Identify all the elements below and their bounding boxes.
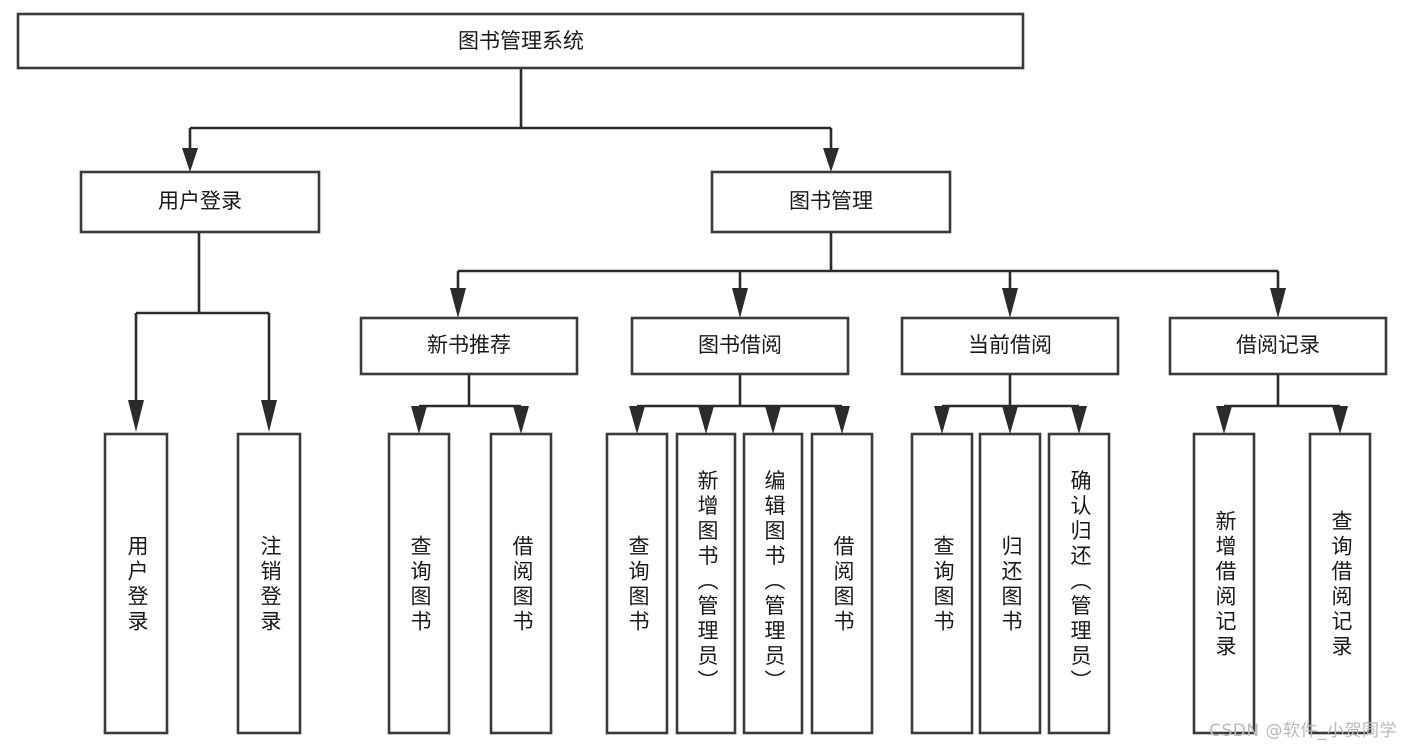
- leaf-node-bookborrow-add[interactable]: 新增图书（管理员）: [675, 432, 737, 735]
- leaf-label-bookborrow-query: 查询图书: [626, 535, 650, 635]
- leaf-node-bookborrow-borrow[interactable]: 借阅图书: [810, 432, 874, 735]
- leaf-node-currentborrow-return[interactable]: 归还图书: [978, 432, 1042, 735]
- node-root-label: 图书管理系统: [458, 29, 584, 53]
- leaf-label-newbook-borrow: 借阅图书: [510, 535, 534, 635]
- leaf-label-records-add: 新增借阅记录: [1213, 510, 1237, 660]
- arrowhead-leaf-bookborrow-3: [765, 406, 781, 434]
- node-new-book-recommend[interactable]: 新书推荐: [359, 316, 579, 376]
- node-new-book-recommend-box[interactable]: [359, 316, 579, 376]
- leaf-node-newbook-query[interactable]: 查询图书: [387, 432, 451, 735]
- arrowhead-leaf-borrowrecords-1: [1216, 406, 1232, 434]
- leaf-node-user-login-login[interactable]: 用户登录: [103, 432, 169, 735]
- arrowhead-leaf-newbook-1: [411, 406, 427, 434]
- leaf-box-records-query[interactable]: [1308, 432, 1372, 735]
- node-user-login[interactable]: 用户登录: [79, 170, 321, 234]
- arrowhead-new-book-recommend: [450, 288, 466, 318]
- leaf-label-currentborrow-return: 归还图书: [999, 535, 1023, 635]
- leaf-node-currentborrow-query[interactable]: 查询图书: [910, 432, 974, 735]
- node-borrow-records[interactable]: 借阅记录: [1168, 316, 1388, 376]
- leaf-label-currentborrow-query: 查询图书: [931, 535, 955, 635]
- node-current-borrow-box[interactable]: [900, 316, 1120, 376]
- node-book-management[interactable]: 图书管理: [710, 170, 952, 234]
- node-book-management-label: 图书管理: [789, 189, 873, 213]
- leaf-node-records-query[interactable]: 查询借阅记录: [1308, 432, 1372, 735]
- leaf-node-bookborrow-edit[interactable]: 编辑图书（管理员）: [742, 432, 804, 735]
- leaf-box-bookborrow-edit[interactable]: [742, 432, 804, 735]
- node-root-system[interactable]: 图书管理系统: [16, 12, 1025, 70]
- leaf-box-newbook-query[interactable]: [387, 432, 451, 735]
- node-user-login-box[interactable]: [79, 170, 321, 234]
- leaf-box-records-add[interactable]: [1192, 432, 1256, 735]
- node-book-management-box[interactable]: [710, 170, 952, 234]
- arrowhead-leaf-currentborrow-2: [1002, 406, 1018, 434]
- node-current-borrow-label: 当前借阅: [968, 333, 1052, 357]
- leaf-node-newbook-borrow[interactable]: 借阅图书: [489, 432, 553, 735]
- arrowhead-leaf-user-login-1: [128, 400, 144, 432]
- leaf-box-bookborrow-borrow[interactable]: [810, 432, 874, 735]
- arrowhead-book-mgmt: [823, 148, 839, 172]
- arrowhead-borrow-records: [1270, 288, 1286, 318]
- leaf-box-user-login-login[interactable]: [103, 432, 169, 735]
- leaf-node-user-login-logout[interactable]: 注销登录: [236, 432, 302, 735]
- leaf-label-bookborrow-borrow: 借阅图书: [831, 535, 855, 635]
- leaf-box-currentborrow-confirm[interactable]: [1047, 432, 1111, 735]
- arrowhead-leaf-currentborrow-3: [1071, 406, 1087, 434]
- node-book-borrow-label: 图书借阅: [698, 333, 782, 357]
- arrowhead-book-borrow: [732, 288, 748, 318]
- arrowhead-current-borrow: [1002, 288, 1018, 318]
- leaf-node-currentborrow-confirm[interactable]: 确认归还（管理员）: [1047, 432, 1111, 735]
- leaf-label-bookborrow-edit: 编辑图书（管理员）: [762, 470, 786, 695]
- leaf-box-bookborrow-query[interactable]: [605, 432, 669, 735]
- arrowhead-leaf-currentborrow-1: [934, 406, 950, 434]
- leaf-label-records-query: 查询借阅记录: [1329, 510, 1353, 660]
- leaf-box-newbook-borrow[interactable]: [489, 432, 553, 735]
- arrowhead-leaf-bookborrow-1: [629, 406, 645, 434]
- leaf-label-bookborrow-add: 新增图书（管理员）: [695, 470, 719, 695]
- arrowhead-leaf-user-login-2: [261, 400, 277, 432]
- arrowhead-leaf-newbook-2: [513, 406, 529, 434]
- leaf-box-bookborrow-add[interactable]: [675, 432, 737, 735]
- leaf-label-newbook-query: 查询图书: [408, 535, 432, 635]
- arrowhead-leaf-bookborrow-2: [698, 406, 714, 434]
- arrowhead-leaf-borrowrecords-2: [1332, 406, 1348, 434]
- leaf-label-user-login-logout: 注销登录: [258, 535, 282, 635]
- node-book-borrow[interactable]: 图书借阅: [630, 316, 850, 376]
- node-user-login-label: 用户登录: [158, 189, 242, 213]
- leaf-label-user-login-login: 用户登录: [125, 535, 149, 635]
- node-root-box[interactable]: [16, 12, 1025, 70]
- leaf-box-user-login-logout[interactable]: [236, 432, 302, 735]
- leaf-box-currentborrow-return[interactable]: [978, 432, 1042, 735]
- leaf-node-records-add[interactable]: 新增借阅记录: [1192, 432, 1256, 735]
- arrowhead-leaf-bookborrow-4: [834, 406, 850, 434]
- node-borrow-records-box[interactable]: [1168, 316, 1388, 376]
- arrowhead-user-login: [182, 148, 198, 172]
- node-book-borrow-box[interactable]: [630, 316, 850, 376]
- leaf-box-currentborrow-query[interactable]: [910, 432, 974, 735]
- connector-layer: [128, 68, 1348, 434]
- leaf-label-currentborrow-confirm: 确认归还（管理员）: [1068, 470, 1092, 695]
- node-borrow-records-label: 借阅记录: [1236, 333, 1320, 357]
- node-new-book-recommend-label: 新书推荐: [427, 333, 511, 357]
- leaf-node-bookborrow-query[interactable]: 查询图书: [605, 432, 669, 735]
- node-current-borrow[interactable]: 当前借阅: [900, 316, 1120, 376]
